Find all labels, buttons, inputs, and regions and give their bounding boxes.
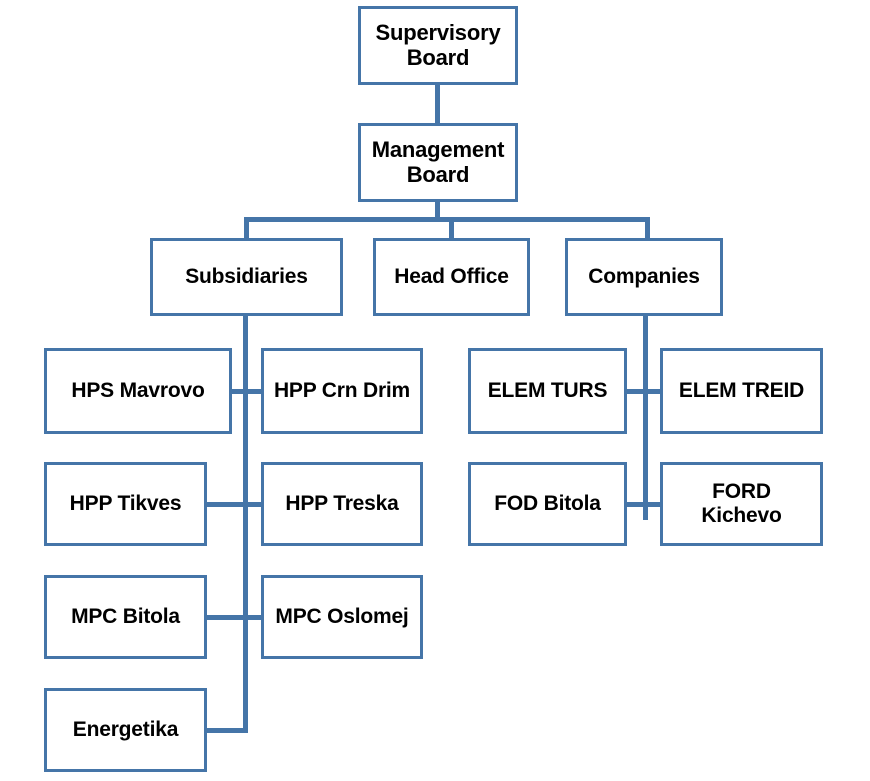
node-hpp-crn-drim[interactable]: HPP Crn Drim [261,348,423,434]
node-ford-kichevo[interactable]: FORD Kichevo [660,462,823,546]
connector-subsidiaries-row-3 [204,615,264,620]
connector-subsidiaries-trunk [243,316,248,733]
node-subsidiaries[interactable]: Subsidiaries [150,238,343,316]
node-label-companies: Companies [588,265,700,289]
node-hpp-tikves[interactable]: HPP Tikves [44,462,207,546]
connector-supervisory-to-management [435,85,440,123]
node-label-hps-mavrovo: HPS Mavrovo [71,379,205,403]
node-energetika[interactable]: Energetika [44,688,207,772]
node-supervisory-board[interactable]: Supervisory Board [358,6,518,85]
node-mpc-oslomej[interactable]: MPC Oslomej [261,575,423,659]
node-elem-treid[interactable]: ELEM TREID [660,348,823,434]
connector-subsidiaries-row-1 [229,389,264,394]
node-label-hpp-treska: HPP Treska [285,492,399,516]
node-head-office[interactable]: Head Office [373,238,530,316]
node-label-elem-turs: ELEM TURS [487,379,608,403]
node-label-hpp-tikves: HPP Tikves [69,492,182,516]
connector-companies-trunk [643,316,648,520]
connector-companies-row-1 [624,389,663,394]
connector-subsidiaries-row-4 [204,728,248,733]
connector-bus-to-head-office [449,217,454,238]
node-label-head-office: Head Office [394,265,509,289]
node-management-board[interactable]: Management Board [358,123,518,202]
node-mpc-bitola[interactable]: MPC Bitola [44,575,207,659]
node-elem-turs[interactable]: ELEM TURS [468,348,627,434]
node-label-management-board: Management Board [371,136,505,187]
node-hps-mavrovo[interactable]: HPS Mavrovo [44,348,232,434]
node-label-elem-treid: ELEM TREID [678,379,805,403]
node-label-subsidiaries: Subsidiaries [185,265,308,289]
node-label-mpc-oslomej: MPC Oslomej [275,605,409,629]
node-label-hpp-crn-drim: HPP Crn Drim [273,379,411,403]
node-label-supervisory-board: Supervisory Board [375,19,501,70]
node-label-mpc-bitola: MPC Bitola [71,605,180,629]
connector-bus-to-companies [645,217,650,238]
connector-bus-to-subsidiaries [244,217,249,238]
connector-subsidiaries-row-2 [204,502,264,507]
node-fod-bitola[interactable]: FOD Bitola [468,462,627,546]
connector-management-stem [435,202,440,222]
connector-level3-bus [244,217,650,222]
node-label-ford-kichevo: FORD Kichevo [701,480,782,527]
node-label-energetika: Energetika [72,718,179,742]
node-companies[interactable]: Companies [565,238,723,316]
connector-companies-row-2 [624,502,663,507]
node-label-fod-bitola: FOD Bitola [494,492,601,516]
node-hpp-treska[interactable]: HPP Treska [261,462,423,546]
